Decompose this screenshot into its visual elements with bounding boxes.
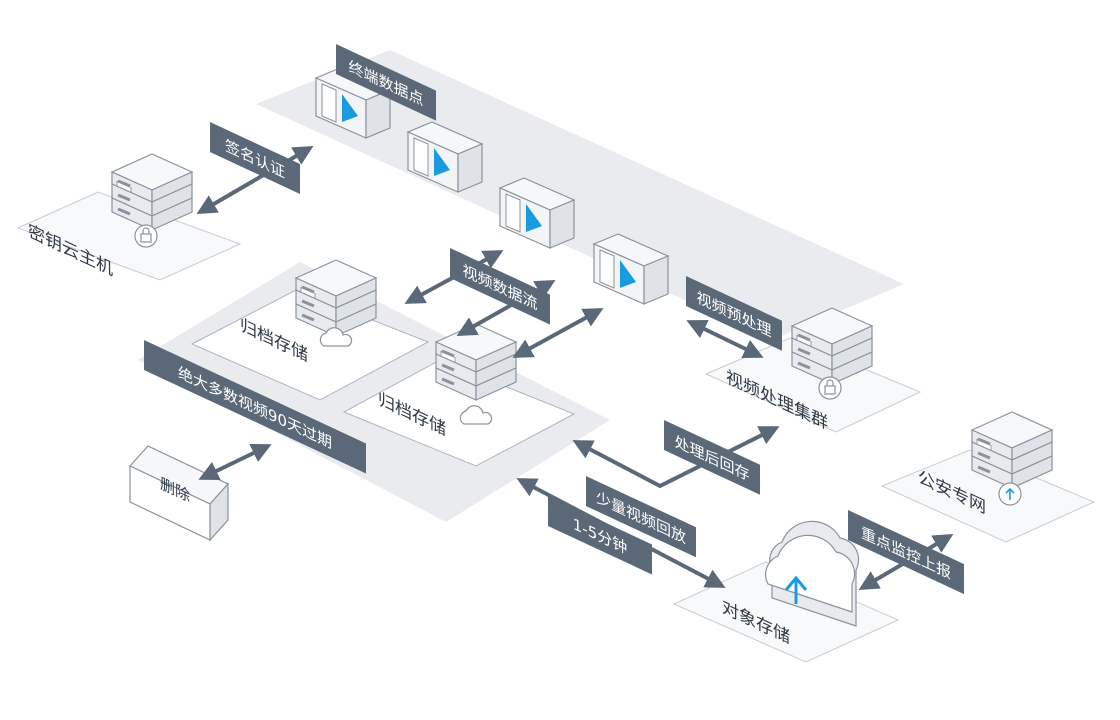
delete-box [129,445,229,542]
upload-badge-icon [998,482,1022,506]
key-host-platform [16,191,242,281]
arrow-signature [196,145,314,215]
tag-writeback: 处理后回存 [664,420,760,495]
lock-icon [818,376,842,400]
police-platform [880,449,1096,543]
object-storage-cloud-icon [765,520,860,627]
arrow-stream-3 [512,308,604,358]
tag-report: 重点监控上报 [848,510,964,595]
terminal-band-panel [256,50,904,340]
archive-b-platform [342,359,576,467]
tag-signature: 签名认证 [210,121,300,194]
arrow-preprocess [686,319,764,359]
archive-a-platform [190,289,430,401]
object-storage-platform [672,561,900,663]
lock-icon [134,224,158,248]
arrow-delete [198,443,272,481]
